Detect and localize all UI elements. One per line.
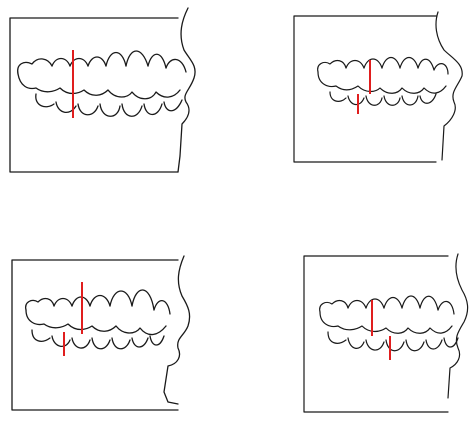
panel-b-upper-teeth: [318, 58, 448, 94]
occlusion-panel-a: [6, 6, 206, 181]
panel-b-lower-teeth: [330, 92, 436, 105]
panel-b-frame: [294, 16, 436, 162]
panel-d-frame: [304, 256, 448, 412]
panel-c-upper-teeth: [26, 290, 170, 335]
occlusion-panel-c: [6, 252, 206, 417]
occlusion-panel-b: [288, 10, 470, 170]
panel-c-face-profile: [164, 256, 190, 404]
panel-d-lower-teeth: [328, 332, 458, 351]
occlusion-panel-d: [298, 252, 470, 417]
panel-a-upper-teeth: [18, 51, 186, 99]
panel-d-upper-teeth: [320, 296, 454, 333]
panel-a-lower-teeth: [36, 94, 182, 116]
panel-d-face-profile: [448, 254, 468, 398]
panel-b-face-profile: [436, 12, 462, 160]
